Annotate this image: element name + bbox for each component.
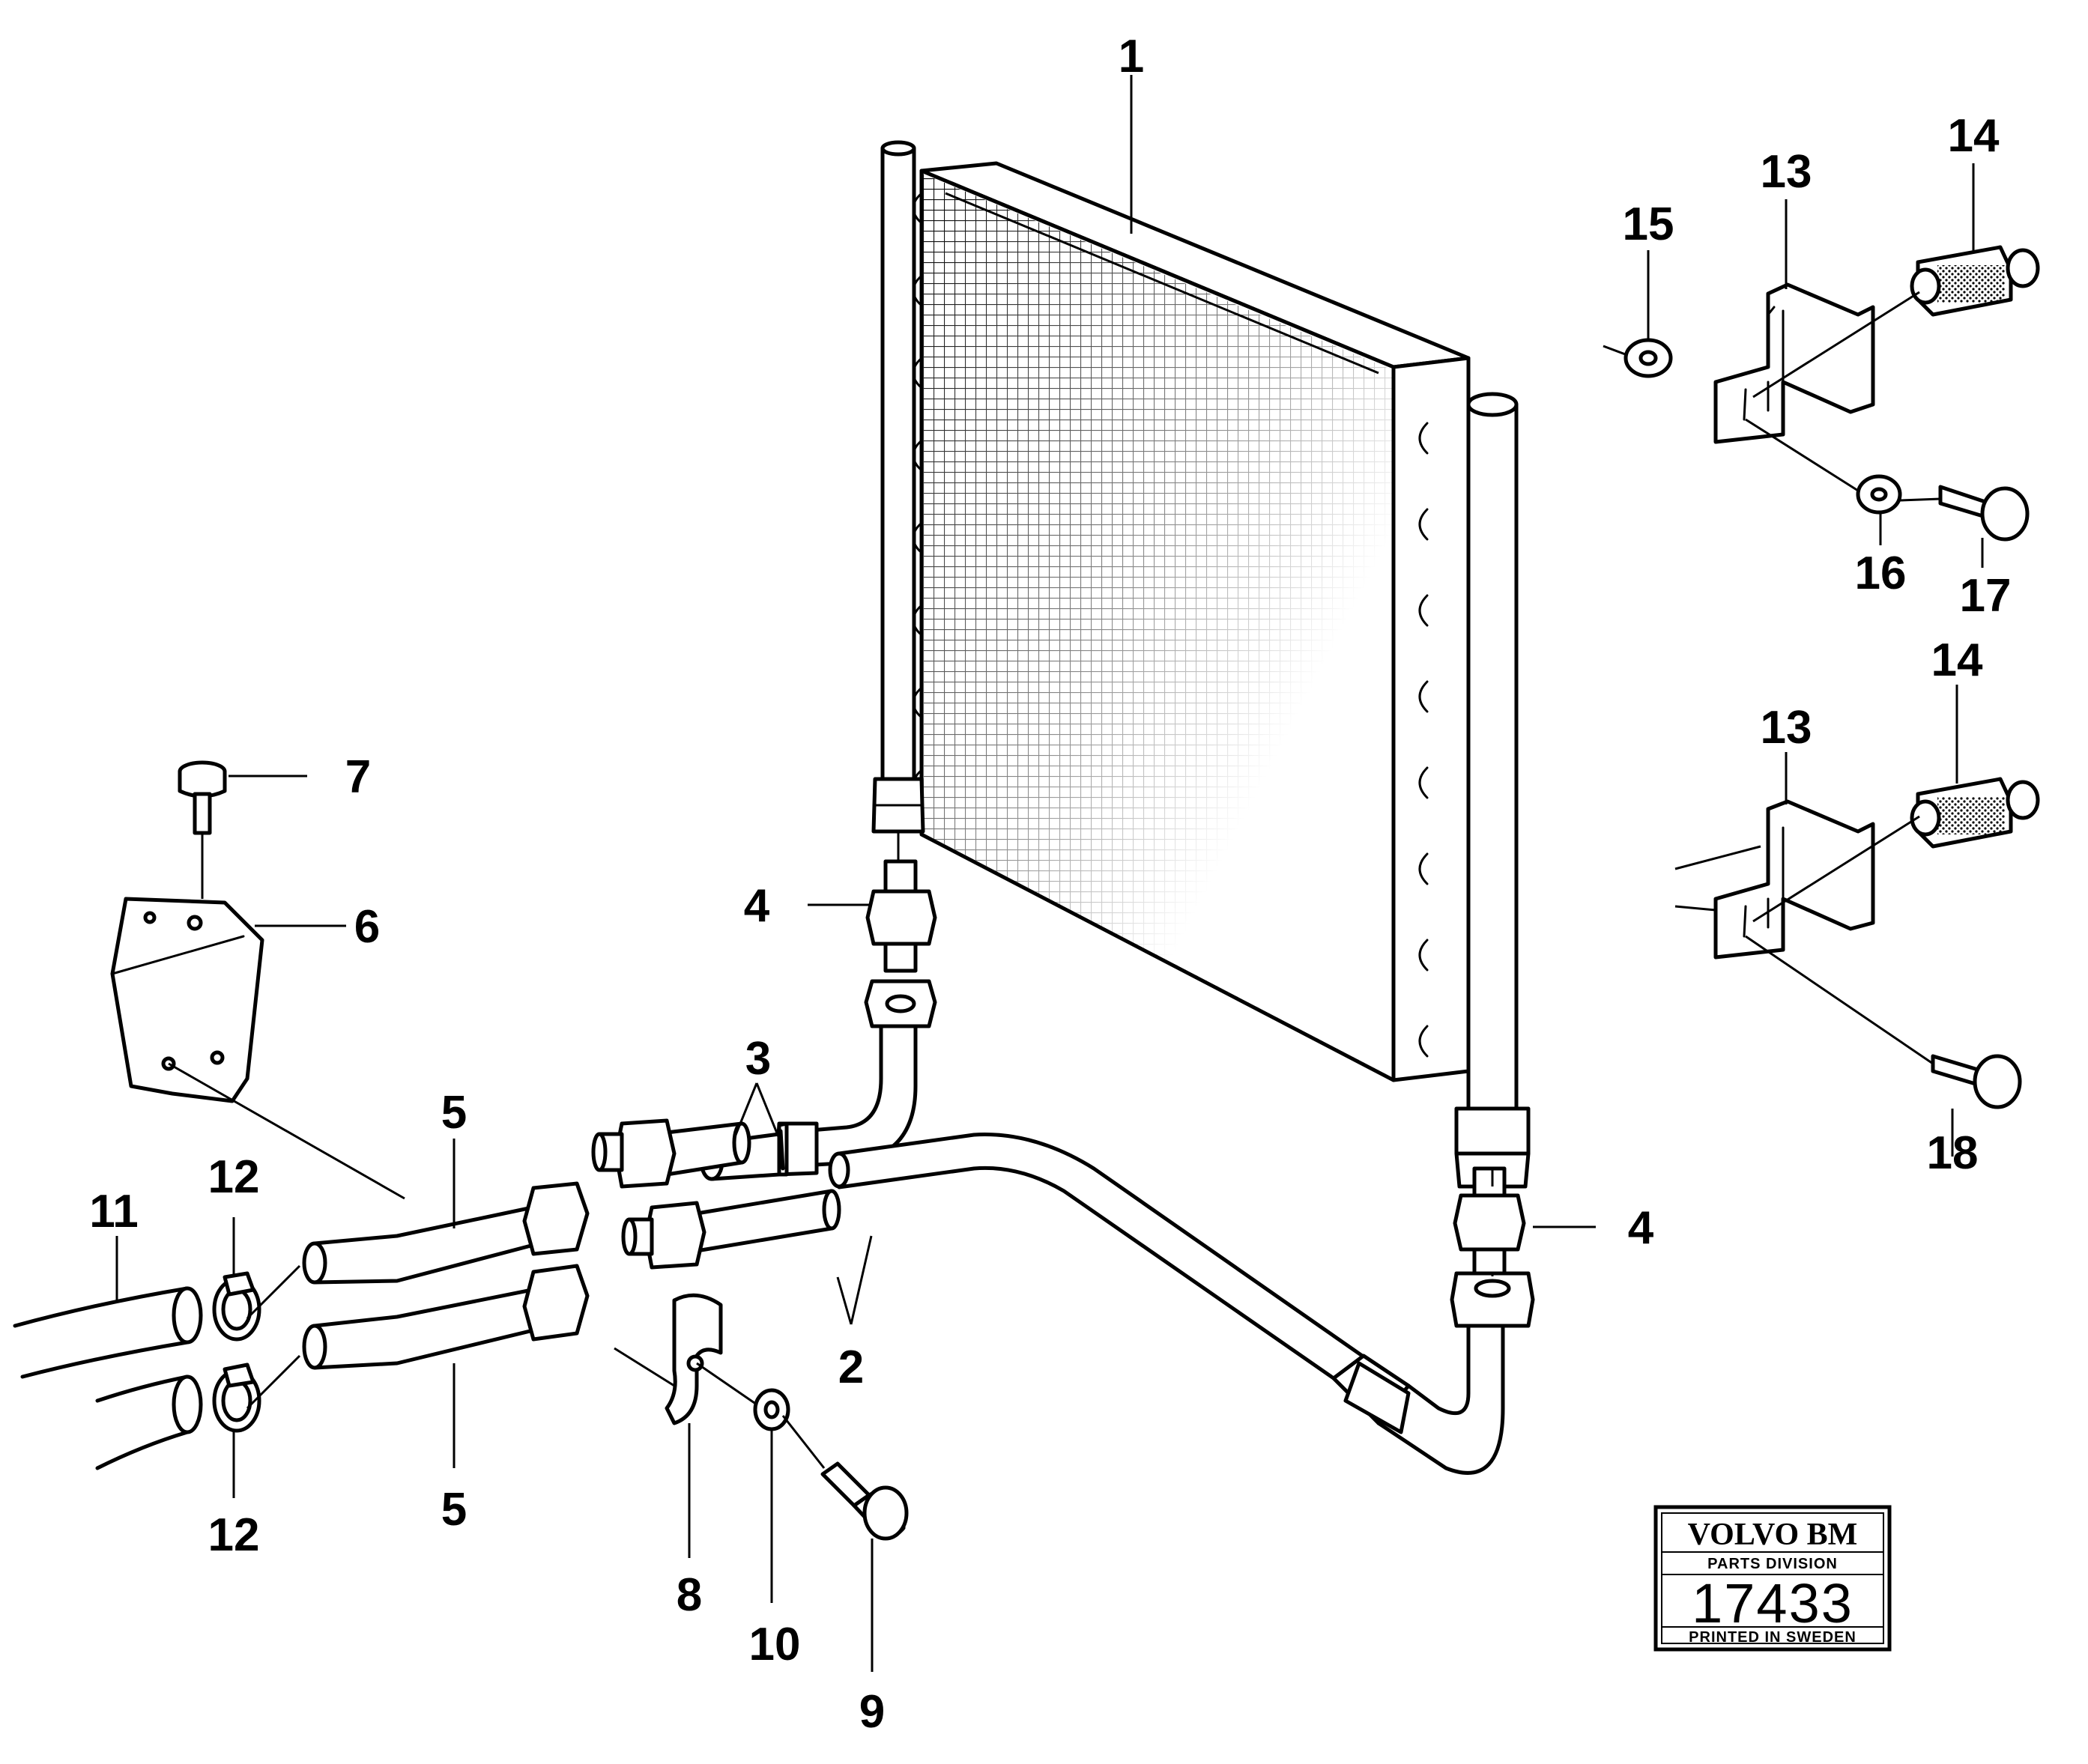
washer-15 (1624, 338, 1673, 378)
callout-11: 11 (89, 1186, 139, 1237)
bolt-9 (820, 1461, 909, 1541)
spacer-14-lower (1910, 777, 2040, 849)
adapter-lower (1453, 1166, 1526, 1279)
stamp-brand: VOLVO BM (1688, 1518, 1858, 1552)
parts-division-stamp: VOLVO BM PARTS DIVISION 17433 PRINTED IN… (1653, 1505, 1892, 1652)
callout-17: 17 (1960, 570, 2012, 622)
callout-5-lower: 5 (441, 1484, 467, 1536)
callout-16: 16 (1855, 548, 1907, 599)
adapter-upper (865, 859, 937, 973)
callout-6: 6 (354, 901, 380, 953)
callout-2: 2 (838, 1342, 864, 1393)
hose-clamp-12-lower (212, 1363, 261, 1433)
hose-fitting-5-lower (302, 1264, 590, 1370)
callout-5-upper: 5 (441, 1087, 467, 1139)
callout-13-lower: 13 (1761, 702, 1812, 754)
bolt-7 (178, 760, 227, 835)
bolt-18 (1931, 1054, 2022, 1109)
callout-12-upper: 12 (208, 1151, 260, 1203)
pipe-2 (828, 1133, 1535, 1475)
callout-10: 10 (749, 1619, 801, 1670)
washer-16 (1856, 474, 1902, 515)
fitting-3-left (591, 1118, 751, 1189)
stamp-division: PARTS DIVISION (1707, 1556, 1838, 1572)
washer-10 (753, 1388, 790, 1431)
bolt-17 (1938, 485, 2030, 542)
callout-14-lower: 14 (1931, 634, 1983, 686)
oil-cooler (871, 140, 1531, 1189)
hose-clamp-12-upper (212, 1271, 261, 1342)
callout-13-upper: 13 (1761, 146, 1812, 198)
callout-8: 8 (677, 1569, 702, 1621)
stamp-number: 17433 (1692, 1572, 1854, 1634)
callout-9: 9 (859, 1686, 885, 1738)
callout-7: 7 (345, 751, 371, 803)
hose-11-lower (95, 1374, 203, 1470)
callout-14-upper: 14 (1948, 110, 2000, 162)
callout-1: 1 (1119, 31, 1144, 82)
assembly-lines (168, 291, 1941, 1469)
hose-fitting-5-upper (302, 1181, 590, 1285)
bracket-13-upper (1713, 282, 1875, 444)
bracket-13-lower (1713, 799, 1875, 960)
spacer-14-upper (1910, 245, 2040, 317)
hose-11-upper (13, 1286, 203, 1379)
clamp-8 (665, 1293, 723, 1425)
callout-3: 3 (745, 1033, 771, 1085)
callout-15: 15 (1623, 198, 1674, 250)
callout-labels: 1 2 3 4 4 5 5 6 7 8 9 10 11 12 12 13 13 … (89, 31, 2011, 1738)
callout-4-lower: 4 (1628, 1202, 1654, 1254)
fitting-2-left (621, 1189, 841, 1270)
callout-leaders (115, 75, 1984, 1672)
bracket-6 (110, 897, 264, 1103)
callout-12-lower: 12 (208, 1509, 260, 1561)
stamp-footer: PRINTED IN SWEDEN (1689, 1629, 1856, 1646)
callout-18: 18 (1927, 1127, 1979, 1179)
callout-4-upper: 4 (744, 880, 770, 932)
